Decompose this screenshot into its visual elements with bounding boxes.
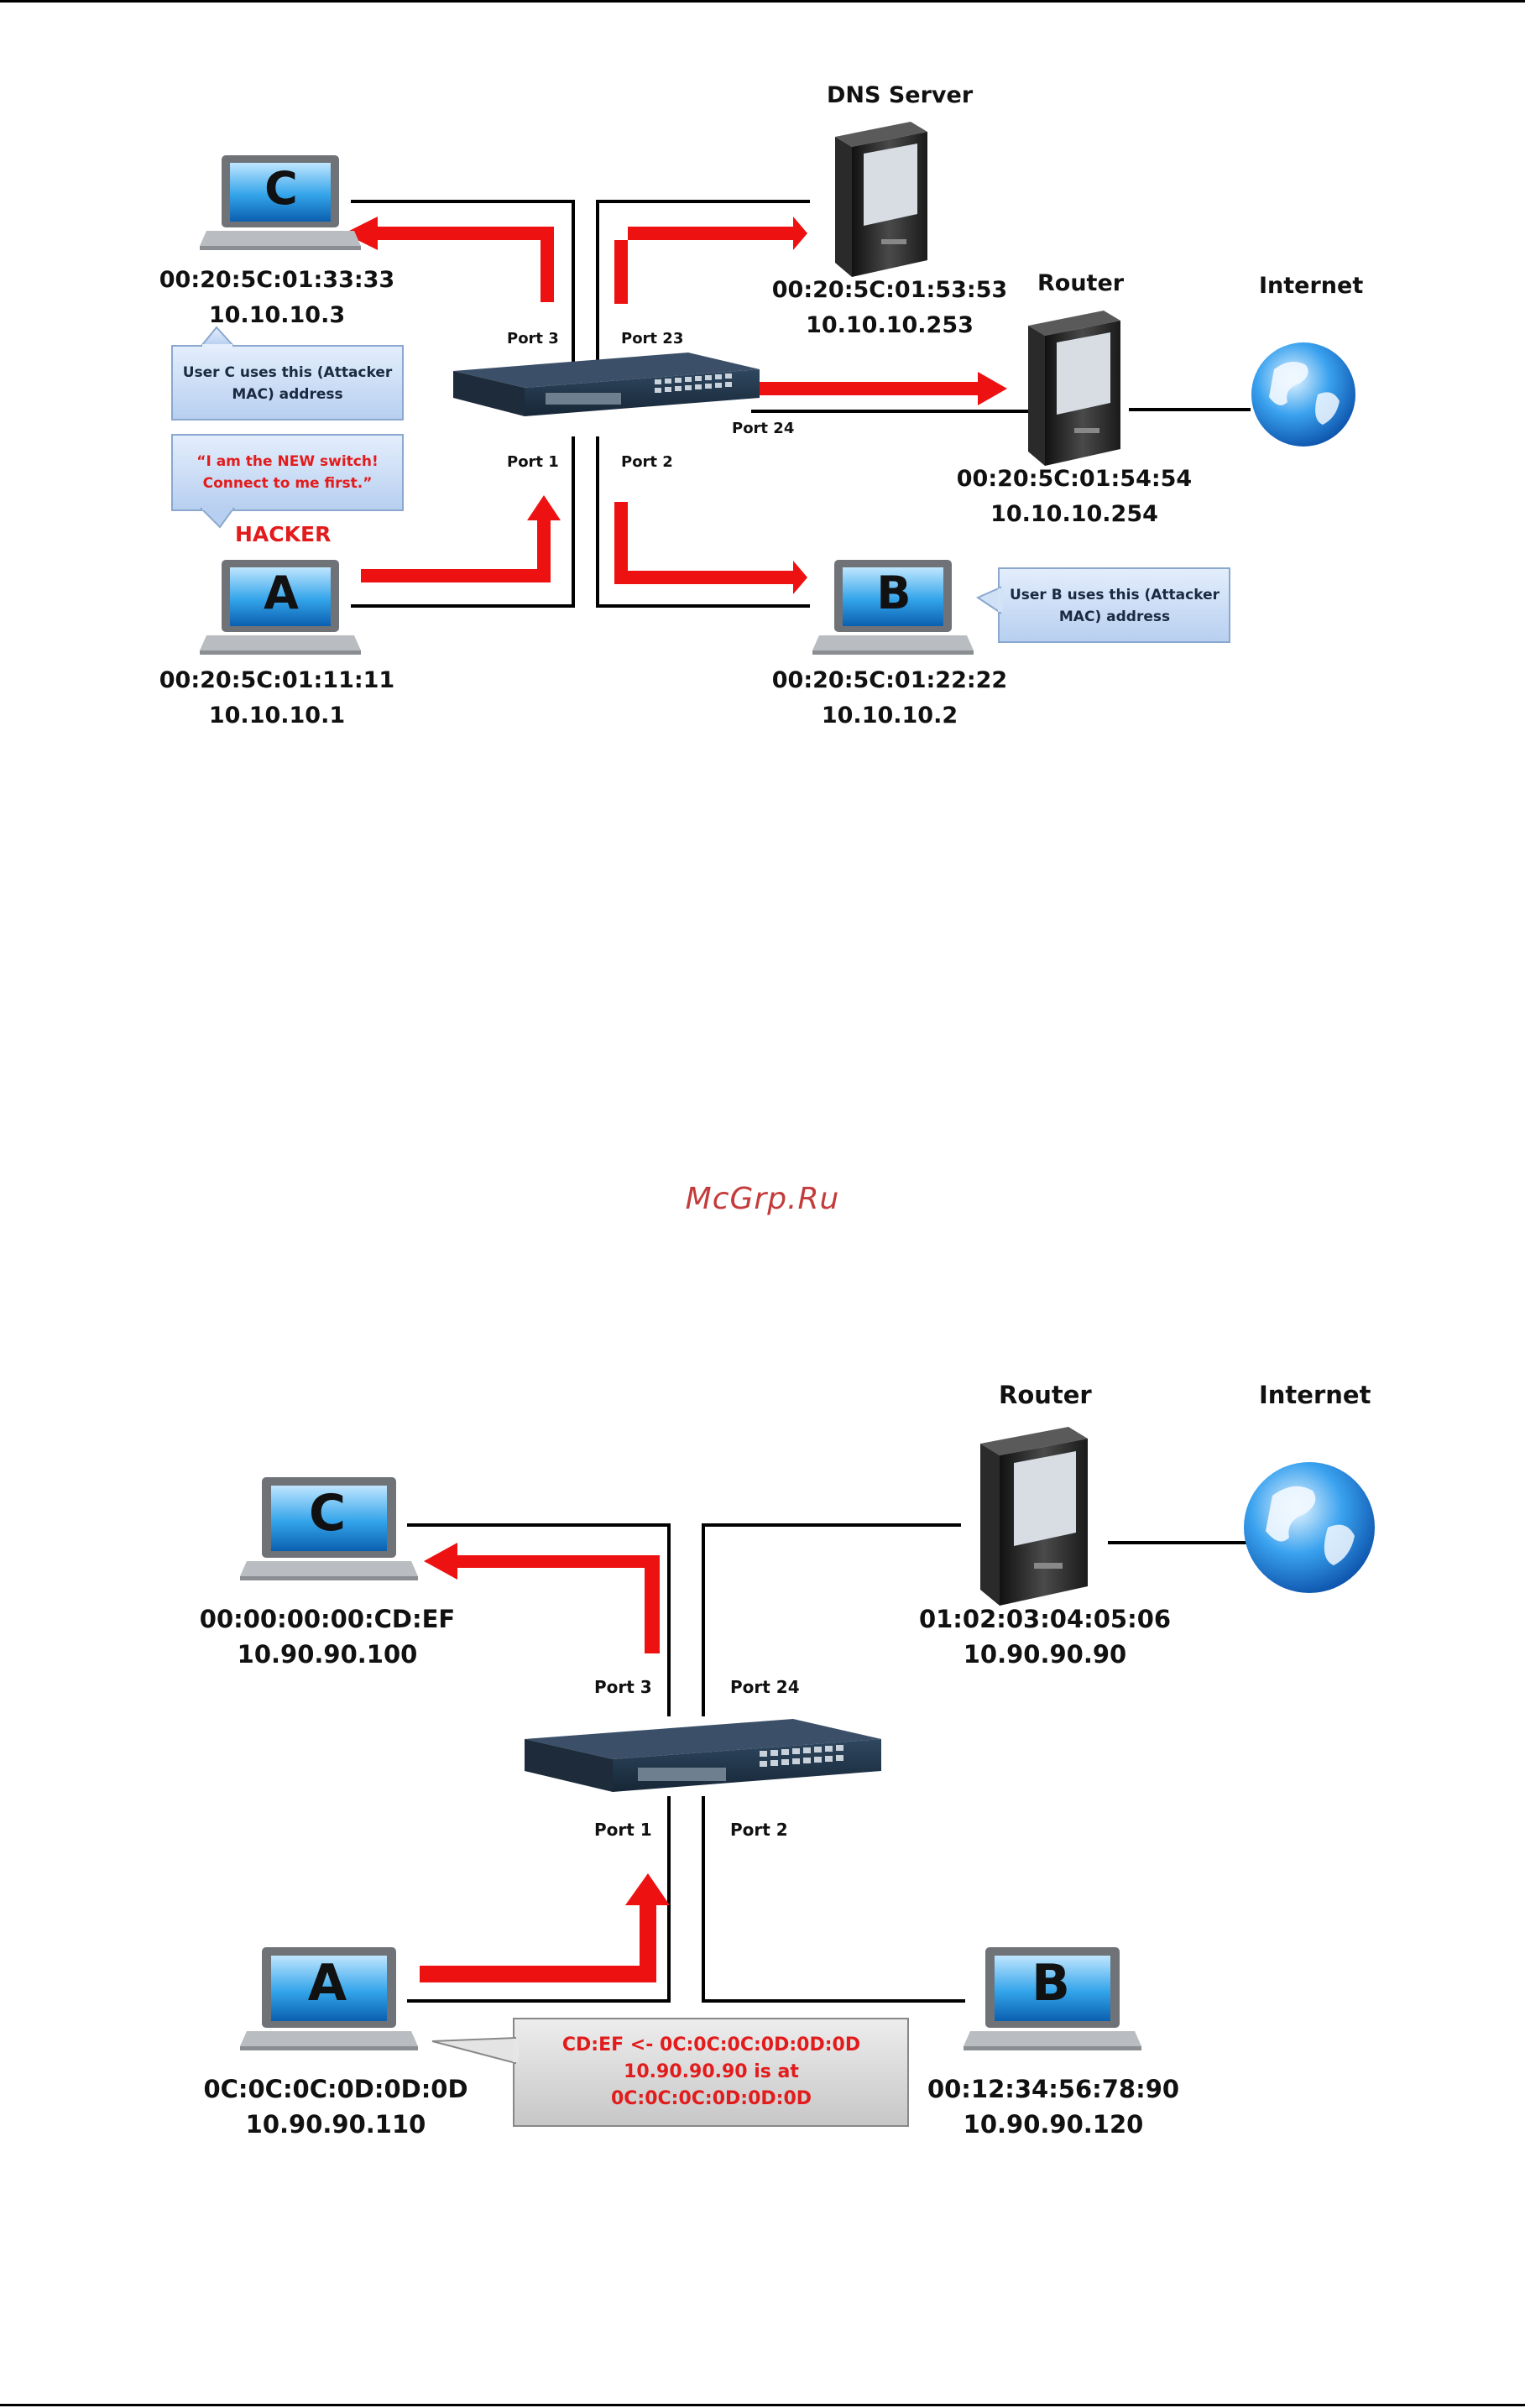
cable-c <box>351 200 575 369</box>
laptop-a-icon-2 <box>240 1947 418 2050</box>
internet-title-2: Internet <box>1259 1381 1371 1409</box>
laptop-a-letter-2: A <box>307 1954 347 2013</box>
port-2-label-2: Port 2 <box>730 1820 788 1840</box>
cable-dns <box>596 200 810 369</box>
laptop-a-icon <box>200 560 361 655</box>
router-title: Router <box>1037 270 1125 296</box>
laptop-c-icon <box>200 155 361 250</box>
arrow-to-dns <box>614 217 807 304</box>
host-a-ip-2: 10.90.90.110 <box>245 2110 426 2139</box>
arrow-from-a-2 <box>420 1873 670 1982</box>
host-c-address-2: 00:00:00:00:CD:EF 10.90.90.100 <box>185 1601 470 1672</box>
laptop-c-letter: C <box>264 162 298 215</box>
port-1-label-2: Port 1 <box>594 1820 652 1840</box>
port-2-label: Port 2 <box>621 453 673 471</box>
laptop-b-letter: B <box>876 567 911 619</box>
attack-arrows-2 <box>420 1543 670 1982</box>
callout-user-b-bg <box>975 567 1230 643</box>
laptop-c-icon-2 <box>240 1477 418 1580</box>
callout-arp-line3: 0C:0C:0C:0D:0D:0D <box>610 2087 812 2109</box>
callout-arp-line1: CD:EF <- 0C:0C:0C:0D:0D:0D <box>561 2035 861 2056</box>
host-a-mac-2: 0C:0C:0C:0D:0D:0D <box>203 2075 468 2103</box>
host-b-ip: 10.10.10.2 <box>821 703 958 729</box>
host-b-address: 00:20:5C:01:22:22 10.10.10.2 <box>768 663 1011 734</box>
laptop-b-icon <box>812 560 974 655</box>
hacker-label: HACKER <box>235 522 332 546</box>
router-mac: 00:20:5C:01:54:54 <box>956 466 1193 492</box>
watermark: McGrp.Ru <box>685 1182 840 1216</box>
router-title-2: Router <box>999 1381 1092 1409</box>
host-a-mac: 00:20:5C:01:11:11 <box>159 667 395 693</box>
port-1-label: Port 1 <box>507 453 559 471</box>
dns-server-address: 00:20:5C:01:53:53 10.10.10.253 <box>768 273 1011 343</box>
cables <box>351 200 1251 608</box>
cable-a <box>351 436 575 608</box>
host-b-mac-2: 00:12:34:56:78:90 <box>927 2075 1180 2103</box>
router-icon <box>1028 311 1120 466</box>
callout-user-c: User C uses this (Attacker MAC) address <box>182 363 393 403</box>
callout-user-c-bg <box>171 326 404 420</box>
diagram-arp-spoofing-2: C A B Router Internet 00:00:00:00:CD:EF … <box>0 1360 1525 2157</box>
router-ip-2: 10.90.90.90 <box>963 1640 1127 1669</box>
host-c-ip-2: 10.90.90.100 <box>237 1640 418 1669</box>
port-24-label: Port 24 <box>732 420 795 437</box>
cable-b-2 <box>702 1796 965 2003</box>
arrow-from-a <box>361 495 561 582</box>
internet-globe-icon-2 <box>1244 1462 1375 1593</box>
dns-server-ip: 10.10.10.253 <box>806 312 974 338</box>
host-a-ip: 10.10.10.1 <box>208 703 346 729</box>
callout-hacker-quote: “I am the NEW switch! Connect to me firs… <box>196 452 379 492</box>
port-23-label: Port 23 <box>621 330 684 347</box>
router-address-2: 01:02:03:04:05:06 10.90.90.90 <box>902 1601 1188 1672</box>
switch-icon <box>453 353 760 416</box>
callout-arp-line2: 10.90.90.90 is at <box>624 2061 799 2083</box>
laptop-b-icon-2 <box>964 1947 1141 2050</box>
arrow-to-router <box>751 372 1007 405</box>
callout-hacker-bg <box>171 434 404 529</box>
callout-arp-reply: CD:EF <- 0C:0C:0C:0D:0D:0D 10.90.90.90 i… <box>516 2021 906 2123</box>
dns-server-icon <box>835 122 927 277</box>
laptop-c-letter-2: C <box>308 1484 347 1543</box>
cable-router-2 <box>702 1523 961 1716</box>
host-c-mac: 00:20:5C:01:33:33 <box>159 267 395 293</box>
host-b-ip-2: 10.90.90.120 <box>963 2110 1144 2139</box>
top-rule <box>0 0 1525 3</box>
host-b-address-2: 00:12:34:56:78:90 10.90.90.120 <box>911 2071 1196 2142</box>
attack-arrows <box>344 217 1007 594</box>
arrow-to-c <box>344 217 554 302</box>
laptop-a-letter: A <box>264 567 299 619</box>
callout-arp-bg <box>431 2018 909 2127</box>
arrow-to-c-2 <box>424 1543 660 1653</box>
dns-server-mac: 00:20:5C:01:53:53 <box>771 277 1008 303</box>
cable-a-2 <box>407 1796 671 2003</box>
router-address: 00:20:5C:01:54:54 10.10.10.254 <box>948 462 1200 532</box>
callout-user-b: User B uses this (Attacker MAC) address <box>1009 586 1219 625</box>
diagram1-graphics <box>171 122 1355 655</box>
router-mac-2: 01:02:03:04:05:06 <box>918 1605 1172 1633</box>
diagram-arp-spoofing-1: C A B DNS Server Router Internet 00:20:5… <box>0 0 1525 755</box>
host-a-address: 00:20:5C:01:11:11 10.10.10.1 <box>155 663 399 734</box>
port-24-label-2: Port 24 <box>730 1677 800 1697</box>
port-3-label: Port 3 <box>507 330 559 347</box>
router-icon-2 <box>980 1427 1088 1606</box>
cable-b <box>596 436 810 608</box>
cables-2 <box>407 1523 1251 2003</box>
bottom-rule <box>0 2404 1525 2406</box>
dns-server-title: DNS Server <box>827 82 974 108</box>
arrow-to-b <box>614 502 807 594</box>
host-a-address-2: 0C:0C:0C:0D:0D:0D 10.90.90.110 <box>193 2071 478 2142</box>
switch-icon-2 <box>525 1719 881 1792</box>
laptop-b-letter-2: B <box>1031 1954 1070 2013</box>
internet-globe-icon <box>1251 342 1355 447</box>
port-3-label-2: Port 3 <box>594 1677 652 1697</box>
host-c-mac-2: 00:00:00:00:CD:EF <box>199 1605 456 1633</box>
cable-c-2 <box>407 1523 671 1716</box>
router-ip: 10.10.10.254 <box>990 501 1158 527</box>
host-b-mac: 00:20:5C:01:22:22 <box>771 667 1008 693</box>
diagram2-graphics <box>240 1427 1375 2127</box>
host-c-ip: 10.10.10.3 <box>208 302 346 328</box>
host-c-address: 00:20:5C:01:33:33 10.10.10.3 <box>155 263 399 333</box>
internet-title: Internet <box>1259 273 1364 299</box>
